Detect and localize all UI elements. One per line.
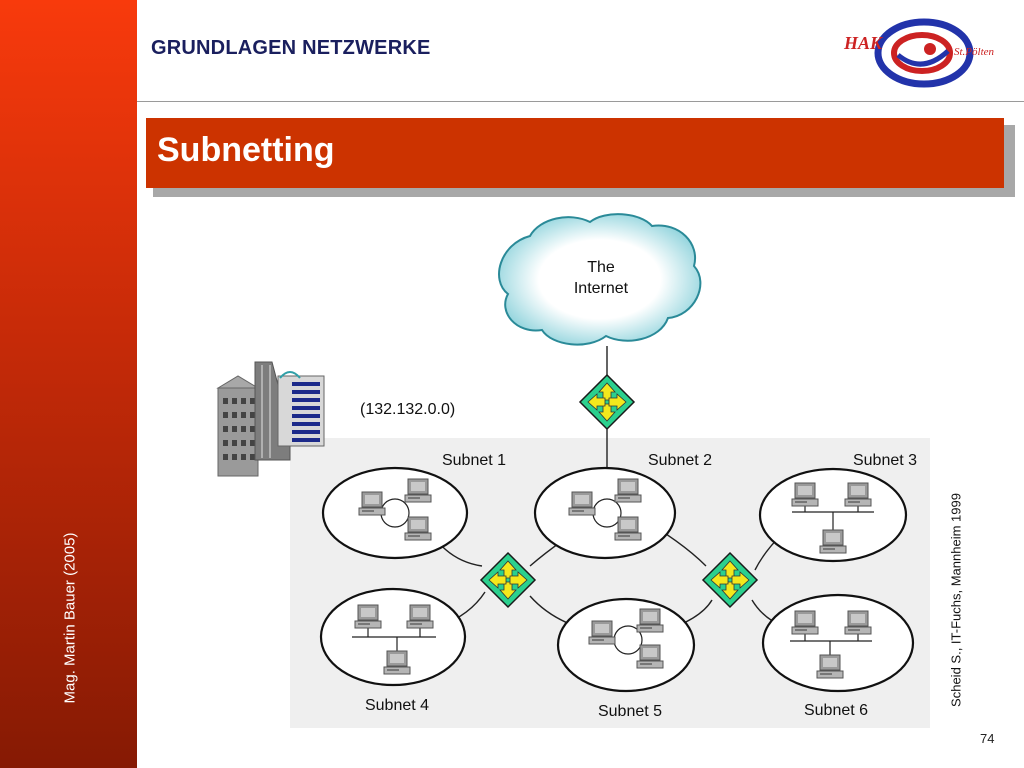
internet-label-line2: Internet [574, 280, 629, 297]
subnet-5-label: Subnet 5 [598, 703, 662, 720]
logo-text-hak: HAK [843, 33, 884, 53]
author-credit: Mag. Martin Bauer (2005) [61, 532, 79, 704]
subnet-5-ellipse [556, 597, 696, 693]
subnet-1-label: Subnet 1 [442, 452, 506, 469]
building-icon [216, 361, 325, 477]
header-title: GRUNDLAGEN NETZWERKE [151, 37, 431, 59]
sidebar: Mag. Martin Bauer (2005) [0, 0, 137, 768]
subnet-6-label: Subnet 6 [804, 702, 868, 719]
logo-text-city: St.Pölten [954, 46, 995, 58]
internet-cloud: The Internet [498, 213, 702, 346]
slide-title: Subnetting [157, 131, 335, 169]
subnet-4-label: Subnet 4 [365, 697, 429, 714]
subnet-2-label: Subnet 2 [648, 452, 712, 469]
internet-label-line1: The [587, 259, 615, 276]
router-internet-icon [579, 374, 635, 430]
page-number: 74 [980, 731, 995, 746]
subnetting-diagram: The Internet (132.132.0.0) [216, 213, 930, 728]
title-bar [146, 118, 1004, 188]
subnet-2-ellipse [533, 466, 677, 560]
source-credit: Scheid S., IT-Fuchs, Mannheim 1999 [948, 493, 964, 707]
subnet-1-ellipse [321, 466, 469, 560]
school-logo: HAK St.Pölten [843, 18, 995, 88]
header-divider [137, 101, 1024, 102]
network-address: (132.132.0.0) [360, 401, 455, 418]
subnet-3-label: Subnet 3 [853, 452, 917, 469]
